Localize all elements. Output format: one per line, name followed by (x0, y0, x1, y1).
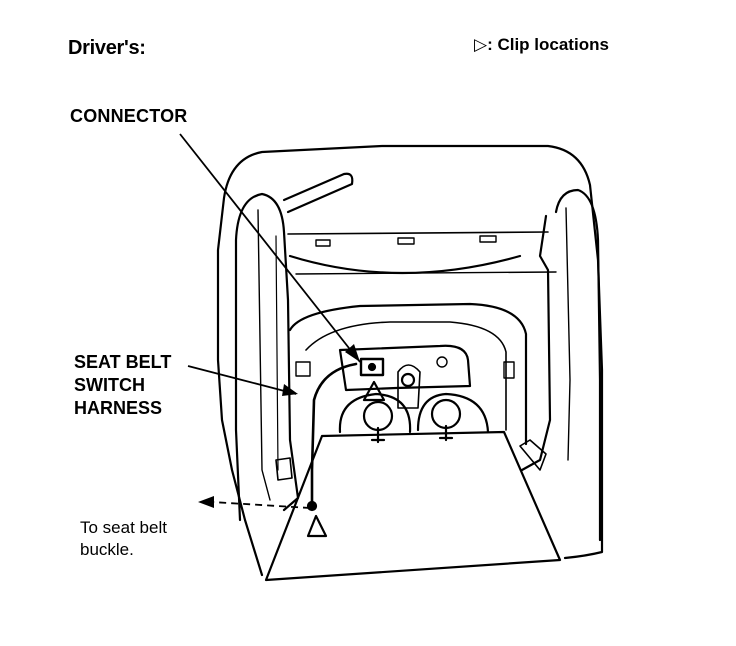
right-bolster (554, 188, 602, 542)
clip-legend-text: : Clip locations (487, 35, 609, 54)
page-title: Driver's: (68, 37, 146, 59)
harness-callout-line: HARNESS (74, 398, 163, 418)
buckle-callout-line: buckle. (80, 540, 134, 559)
center-panel (288, 302, 528, 446)
adjuster-right (416, 392, 490, 434)
recline-lever (282, 172, 354, 214)
harness-leader (187, 365, 297, 395)
harness-wire (310, 362, 358, 506)
clip-marker-upper (362, 380, 386, 402)
frame-rail-middle (288, 254, 522, 275)
harness-callout: SEAT BELT SWITCH HARNESS (74, 351, 171, 420)
frame-rail-upper (287, 231, 549, 235)
clip-legend: ▷: Clip locations (474, 36, 609, 53)
harness-callout-line: SWITCH (74, 375, 145, 395)
clip-symbol-icon: ▷ (474, 35, 488, 54)
connector (359, 357, 385, 377)
seat-cushion-flap (264, 430, 562, 582)
buckle-callout-line: To seat belt (80, 518, 167, 537)
clip-marker-lower (306, 514, 328, 538)
harness-callout-line: SEAT BELT (74, 352, 172, 372)
harness-arrowhead (282, 384, 298, 396)
connector-callout: CONNECTOR (70, 106, 188, 126)
seat-back-outline (216, 144, 604, 577)
connector-arrowhead (345, 344, 360, 362)
buckle-leader (211, 501, 311, 509)
adjuster-left (338, 392, 412, 434)
connector-leader (179, 133, 361, 363)
buckle-arrowhead (198, 496, 214, 508)
left-bolster (234, 192, 300, 522)
mounting-plate (338, 344, 472, 392)
buckle-callout: To seat belt buckle. (80, 517, 167, 561)
